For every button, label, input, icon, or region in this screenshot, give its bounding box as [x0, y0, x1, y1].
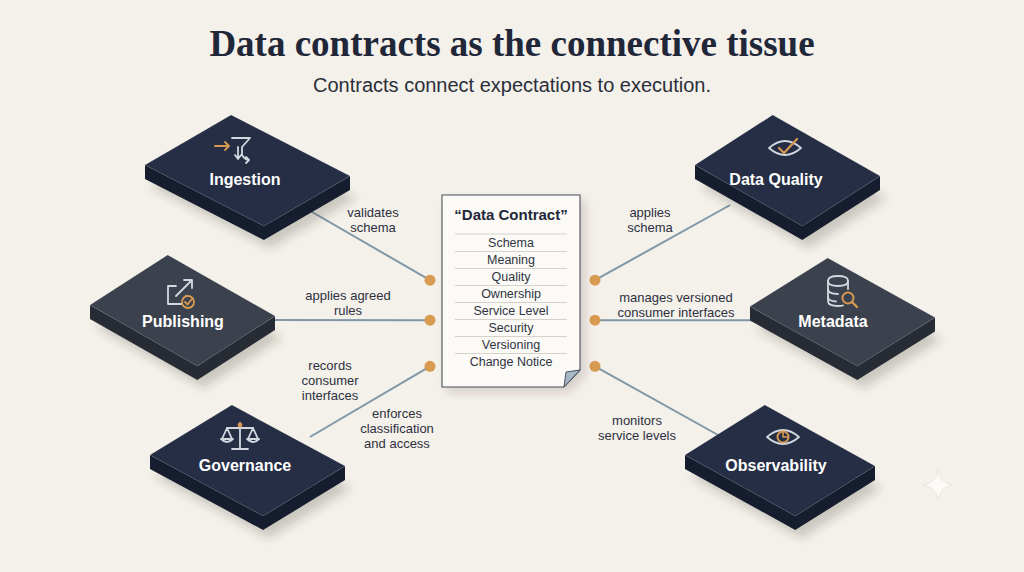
stage-tile: Metadata: [750, 258, 935, 380]
contract-field: Meaning: [487, 253, 535, 268]
icon-stroke: [235, 147, 241, 159]
contract-field: Quality: [492, 270, 531, 285]
icon-stroke: [185, 300, 192, 305]
connector-note: records consumer interfaces: [295, 358, 365, 403]
icon-stroke: [852, 302, 857, 307]
list-separator: [455, 336, 567, 337]
connector-dot: [425, 361, 436, 372]
list-separator: [455, 302, 567, 303]
connector-label: applies agreed rules: [305, 288, 391, 318]
stage-tile: Observability: [685, 405, 875, 530]
tile-icon: [168, 280, 194, 308]
icon-stroke: [176, 280, 192, 296]
stage-name: Publishing: [142, 312, 224, 332]
connector-label: validates schema: [337, 205, 409, 235]
contract-field: Versioning: [482, 338, 540, 353]
stage-tile: Governance: [150, 405, 345, 530]
stage-name: Observability: [725, 456, 826, 476]
contract-field: Schema: [488, 236, 534, 251]
icon-stroke: [221, 428, 233, 442]
icon-stroke: [242, 155, 249, 163]
tile-icon: [769, 139, 801, 155]
list-separator: [455, 319, 567, 320]
stage-name: Ingestion: [209, 170, 280, 190]
icon-stroke: [828, 276, 848, 286]
tile-face: [145, 115, 350, 226]
connector-dot: [590, 315, 601, 326]
icon-circle: [778, 432, 789, 443]
connector-line: [595, 366, 718, 435]
icon-stroke: [783, 432, 787, 438]
stage-name: Metadata: [798, 312, 867, 332]
contract-field: Service Level: [473, 304, 548, 319]
list-separator: [455, 353, 567, 354]
connector-dot: [590, 361, 601, 372]
stage-tile: Publishing: [90, 255, 275, 380]
tile-icon: [221, 423, 259, 449]
icon-stroke: [779, 139, 797, 153]
tile-icon: [767, 430, 799, 444]
tile-face: [685, 405, 875, 516]
icon-circle: [182, 296, 194, 308]
tile-icon: [215, 138, 250, 163]
list-separator: [455, 251, 567, 252]
contract-document: “Data Contract” SchemaMeaningQualityOwner…: [430, 190, 595, 395]
tile-face: [90, 255, 275, 366]
connector-dot: [425, 275, 436, 286]
stage-name: Governance: [199, 456, 291, 476]
list-separator: [455, 285, 567, 286]
connector-dot: [425, 315, 436, 326]
stage-tile: Data Quality: [695, 115, 880, 240]
icon-stroke: [828, 289, 838, 302]
connector-label: enforces classification and access: [351, 406, 443, 451]
contract-field: Change Notice: [470, 355, 553, 370]
tile-face: [695, 115, 880, 226]
icon-circle: [238, 423, 242, 427]
tile-face: [750, 258, 935, 366]
diagram-subtitle: Contracts connect expectations to execut…: [212, 73, 812, 97]
connector-line: [595, 205, 730, 280]
connector-label: monitors service levels: [591, 413, 683, 443]
stage-name: Data Quality: [729, 170, 822, 190]
icon-stroke: [232, 138, 250, 155]
icon-stroke: [215, 142, 229, 150]
contract-field: Ownership: [481, 287, 541, 302]
sparkle-mark: [923, 470, 953, 500]
document-page: [442, 195, 580, 387]
contract-title: “Data Contract”: [454, 206, 567, 224]
list-separator: [455, 268, 567, 269]
stage-tile: Ingestion: [145, 115, 350, 240]
tile-icon: [828, 276, 857, 307]
connector-label: manages versioned consumer interfaces: [610, 290, 742, 320]
connector-label: applies schema: [619, 205, 681, 235]
connector-line: [310, 366, 430, 437]
contract-field: Security: [488, 321, 533, 336]
connector-line: [595, 319, 756, 321]
connector-line: [271, 319, 430, 321]
icon-stroke: [767, 430, 799, 444]
diagram-title: Data contracts as the connective tissue: [0, 22, 1024, 66]
document-fold: [564, 370, 580, 387]
list-separator: [455, 234, 567, 235]
icon-stroke: [247, 428, 259, 442]
tile-face: [150, 405, 345, 516]
connector-dot: [590, 275, 601, 286]
